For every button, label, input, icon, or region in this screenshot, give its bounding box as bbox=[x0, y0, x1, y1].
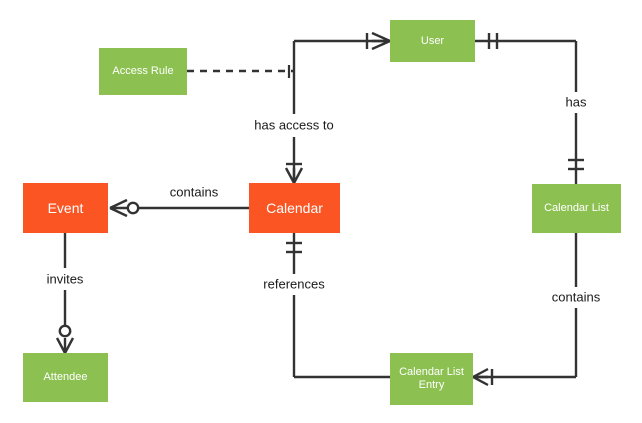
edge-label-references: references bbox=[261, 276, 327, 292]
edge-label-has: has bbox=[563, 94, 589, 110]
entity-user[interactable]: User bbox=[390, 20, 475, 62]
entity-calendar-list-label: Calendar List bbox=[544, 202, 609, 215]
edge-label-invites-text: invites bbox=[46, 271, 84, 287]
crowfoot-user-left bbox=[371, 31, 391, 51]
crowfoot-attendee-top bbox=[55, 337, 75, 354]
edge-label-has-access-to-text: has access to bbox=[254, 117, 334, 133]
edge-label-contains-event-calendar: contains bbox=[167, 184, 221, 200]
entity-attendee[interactable]: Attendee bbox=[23, 353, 108, 402]
edge-label-invites: invites bbox=[44, 271, 86, 287]
zero-circle-attendee bbox=[58, 324, 72, 338]
entity-calendar-list-entry-label: Calendar List Entry bbox=[399, 366, 464, 391]
zero-circle-event-contains bbox=[126, 201, 140, 215]
entity-calendar-label: Calendar bbox=[266, 199, 323, 216]
edge-label-contains-event-calendar-text: contains bbox=[169, 184, 219, 200]
entity-calendar-list[interactable]: Calendar List bbox=[532, 184, 621, 233]
edge-label-references-text: references bbox=[263, 276, 325, 292]
entity-calendar[interactable]: Calendar bbox=[249, 183, 340, 233]
entity-calendar-list-entry[interactable]: Calendar List Entry bbox=[390, 353, 473, 405]
crowfoot-calendar-top bbox=[284, 167, 304, 184]
entity-attendee-label: Attendee bbox=[43, 371, 88, 384]
crowfoot-entry-right bbox=[472, 367, 489, 387]
crowfoot-event-right bbox=[109, 198, 128, 218]
edge-label-has-access-to: has access to bbox=[252, 117, 336, 133]
edge-label-contains-calendarlist-entry: contains bbox=[549, 289, 603, 305]
entity-access-rule-label: Access Rule bbox=[112, 65, 174, 78]
entity-event-label: Event bbox=[47, 199, 84, 216]
entity-event[interactable]: Event bbox=[23, 183, 108, 233]
entity-access-rule[interactable]: Access Rule bbox=[99, 48, 187, 95]
edge-label-has-text: has bbox=[565, 94, 587, 110]
edge-label-contains-calendarlist-entry-text: contains bbox=[551, 289, 601, 305]
entity-user-label: User bbox=[420, 34, 445, 47]
